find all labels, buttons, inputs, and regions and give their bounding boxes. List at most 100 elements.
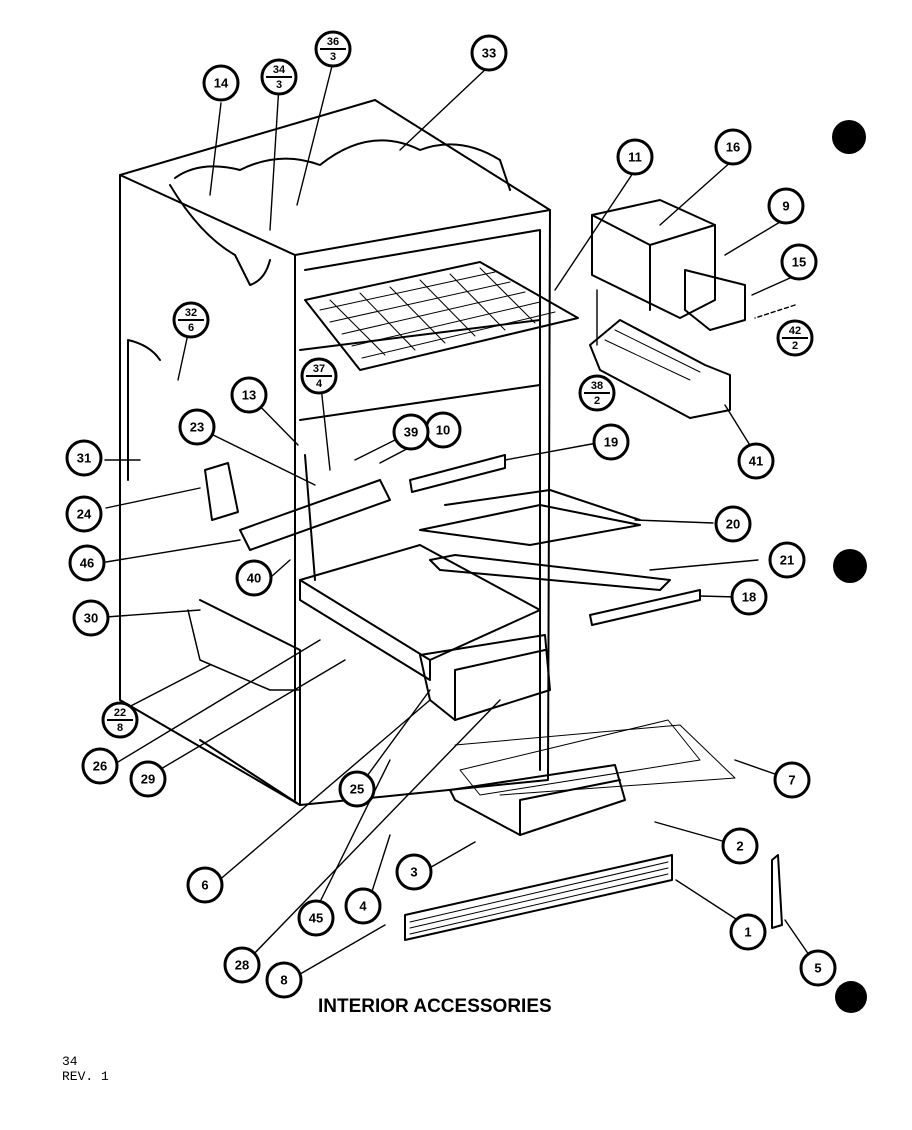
callout-number: 19 <box>604 435 618 450</box>
revision-label: REV. 1 <box>62 1069 109 1084</box>
ice-maker <box>589 319 731 419</box>
callout-number: 25 <box>350 782 364 797</box>
callout-number: 46 <box>80 556 94 571</box>
callout-number: 4 <box>359 899 367 914</box>
callout-number: 8 <box>280 973 287 988</box>
leader-lines <box>104 61 819 978</box>
registration-marks <box>832 120 867 1013</box>
callout-26: 26 <box>81 747 119 785</box>
callout-circle <box>721 827 759 865</box>
callout-number: 7 <box>788 773 795 788</box>
callout-number: 3 <box>410 865 417 880</box>
callout-number: 18 <box>742 590 756 605</box>
callout-part-number: 42 <box>789 325 801 337</box>
fraction-callout-34: 343 <box>260 58 298 96</box>
callout-number: 15 <box>792 255 806 270</box>
fraction-callout-42: 422 <box>776 319 814 357</box>
callout-quantity: 6 <box>188 322 194 334</box>
callout-circle <box>178 408 216 446</box>
callout-16: 16 <box>714 128 752 166</box>
callout-circle <box>72 599 110 637</box>
callout-number: 41 <box>749 454 763 469</box>
callout-circle <box>616 138 654 176</box>
callout-15: 15 <box>780 243 818 281</box>
crisper-drawer <box>419 634 551 721</box>
callout-20: 20 <box>714 505 752 543</box>
callout-25: 25 <box>338 770 376 808</box>
callout-24: 24 <box>65 495 103 533</box>
fraction-callout-22: 228 <box>101 701 139 739</box>
callout-number: 28 <box>235 958 249 973</box>
callout-number: 6 <box>201 878 208 893</box>
callout-46: 46 <box>68 544 106 582</box>
callout-39: 39 <box>392 413 430 451</box>
callout-number: 14 <box>214 76 229 91</box>
callout-circle <box>773 761 811 799</box>
callout-circle <box>799 949 837 987</box>
callout-45: 45 <box>297 899 335 937</box>
callout-6: 6 <box>186 866 224 904</box>
callout-circle <box>780 243 818 281</box>
callout-quantity: 8 <box>117 722 123 734</box>
callout-10: 10 <box>424 411 462 449</box>
fraction-callout-38: 382 <box>578 374 616 412</box>
callout-number: 9 <box>782 199 789 214</box>
callout-part-number: 34 <box>273 64 286 76</box>
callout-circle <box>730 578 768 616</box>
callout-circle <box>230 376 268 414</box>
callout-33: 33 <box>470 34 508 72</box>
callout-circle <box>297 899 335 937</box>
callout-number: 5 <box>814 961 821 976</box>
shelf-glass <box>299 544 541 681</box>
callout-30: 30 <box>72 599 110 637</box>
callout-circle <box>338 770 376 808</box>
meat-keeper <box>449 719 736 836</box>
base-grille <box>404 854 673 941</box>
callout-5: 5 <box>799 949 837 987</box>
callout-number: 20 <box>726 517 740 532</box>
callout-circle <box>186 866 224 904</box>
callout-number: 1 <box>744 925 751 940</box>
callout-number: 23 <box>190 420 204 435</box>
callout-number: 31 <box>77 451 91 466</box>
callout-3: 3 <box>395 853 433 891</box>
callout-part-number: 37 <box>313 363 325 375</box>
pan-covers <box>409 454 701 626</box>
callout-number: 30 <box>84 611 98 626</box>
callout-number: 2 <box>736 839 743 854</box>
callout-number: 26 <box>93 759 107 774</box>
callout-4: 4 <box>344 887 382 925</box>
callout-number: 21 <box>780 553 794 568</box>
callout-19: 19 <box>592 423 630 461</box>
callout-2: 2 <box>721 827 759 865</box>
callout-number: 39 <box>404 425 418 440</box>
callout-layer: 1234567891011131415161819202123242526282… <box>65 30 837 999</box>
callout-circle <box>729 913 767 951</box>
callout-circle <box>714 128 752 166</box>
fraction-callout-32: 326 <box>172 301 210 339</box>
callout-circle <box>714 505 752 543</box>
callout-number: 24 <box>77 507 92 522</box>
callout-circle <box>202 64 240 102</box>
callout-23: 23 <box>178 408 216 446</box>
side-panel <box>187 599 301 806</box>
freezer-wire-shelf <box>304 261 579 371</box>
callout-circle <box>592 423 630 461</box>
callout-number: 16 <box>726 140 740 155</box>
callout-circle <box>68 544 106 582</box>
callout-circle <box>470 34 508 72</box>
callout-9: 9 <box>767 187 805 225</box>
callout-circle <box>737 442 775 480</box>
callout-circle <box>344 887 382 925</box>
callout-part-number: 38 <box>591 380 603 392</box>
ice-bucket <box>591 199 746 331</box>
leveling-leg <box>771 854 783 929</box>
callout-part-number: 36 <box>327 36 339 48</box>
callout-quantity: 2 <box>792 340 798 352</box>
callout-quantity: 3 <box>330 51 336 63</box>
callout-40: 40 <box>235 559 273 597</box>
callout-number: 40 <box>247 571 261 586</box>
fraction-callout-37: 374 <box>300 357 338 395</box>
callout-28: 28 <box>223 946 261 984</box>
